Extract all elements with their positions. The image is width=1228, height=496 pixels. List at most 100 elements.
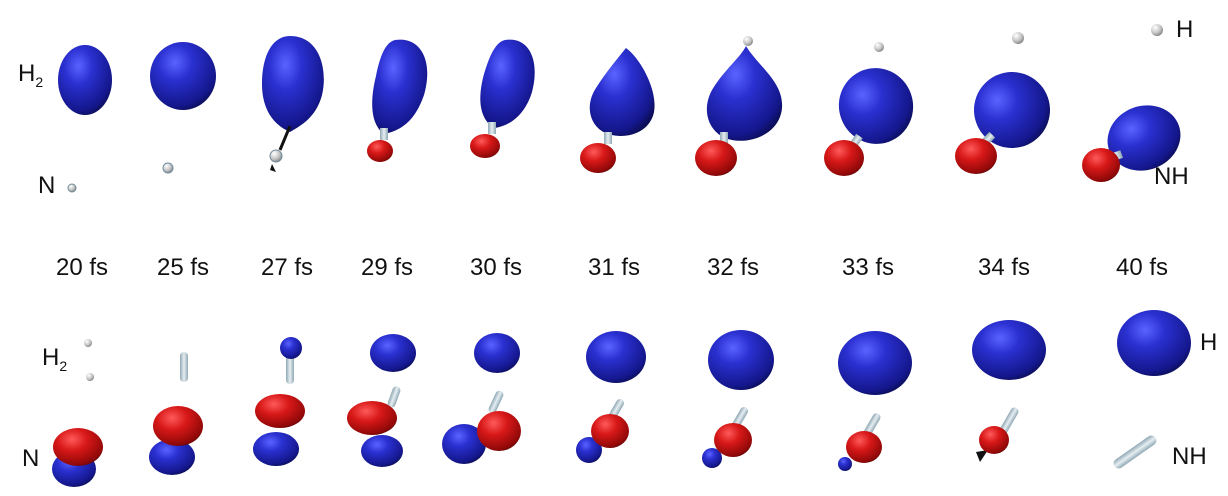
h2-subscript: 2: [35, 74, 44, 90]
h-atom: [1012, 32, 1024, 44]
h-atom: [84, 339, 92, 347]
blue-lobe: [361, 435, 403, 467]
red-lobe: [714, 423, 752, 457]
blue-lobe: [372, 39, 428, 135]
red-lobe: [580, 143, 616, 173]
blue-lobe: [1117, 310, 1191, 376]
red-lobe: [955, 138, 997, 174]
h-atom: [1151, 24, 1163, 36]
nh-bond: [1113, 435, 1157, 469]
n-atom: [67, 183, 77, 193]
blue-lobe: [586, 331, 646, 383]
blue-lobe: [480, 39, 535, 128]
blue-lobe: [706, 46, 783, 141]
frame-20fs-bottom: [52, 339, 103, 487]
frame-30fs-top: [470, 39, 535, 158]
time-label: 32 fs: [706, 254, 760, 281]
frame-33fs-top: [824, 42, 914, 176]
frame-32fs-top: [695, 36, 783, 176]
top-h-label: H: [1176, 16, 1194, 43]
top-nh-label: NH: [1154, 163, 1189, 190]
h2-main: H: [42, 344, 60, 371]
frame-34fs-top: [955, 32, 1050, 174]
frame-34fs-bottom: [972, 320, 1046, 462]
red-lobe: [591, 414, 629, 448]
blue-lobe: [474, 333, 520, 373]
frame-25fs-bottom: [149, 352, 203, 475]
time-label: 20 fs: [55, 254, 109, 281]
blue-lobe: [702, 448, 722, 468]
blue-lobe: [974, 72, 1050, 148]
frame-29fs-bottom: [347, 334, 416, 467]
red-lobe: [367, 140, 393, 162]
frame-29fs-top: [367, 39, 428, 162]
top-h2-label: H2: [18, 60, 44, 90]
h2-subscript: 2: [59, 358, 68, 374]
frame-27fs-top: [262, 36, 324, 172]
time-label: 27 fs: [260, 254, 314, 281]
blue-lobe: [838, 331, 912, 395]
time-label: 29 fs: [360, 254, 414, 281]
bottom-h2-label: H2: [42, 344, 68, 374]
frame-31fs-top: [580, 48, 655, 173]
frame-27fs-bottom: [253, 337, 305, 466]
bottom-nh-label: NH: [1172, 443, 1207, 470]
blue-lobe: [253, 432, 299, 466]
frame-20fs-top: [58, 45, 112, 193]
red-lobe: [846, 431, 882, 463]
bottom-h-label: H: [1200, 329, 1218, 356]
bond: [380, 128, 388, 140]
frame-40fs-bottom: [1113, 310, 1191, 469]
red-lobe: [255, 394, 305, 428]
red-lobe: [979, 426, 1009, 454]
h-atom: [874, 42, 884, 52]
blue-lobe: [280, 337, 302, 359]
time-label: 30 fs: [469, 254, 523, 281]
frame-31fs-bottom: [576, 331, 646, 463]
blue-lobe: [149, 439, 195, 475]
time-label: 40 fs: [1115, 254, 1169, 281]
top-n-label: N: [38, 172, 56, 199]
n-atom: [269, 149, 283, 163]
red-lobe: [53, 428, 103, 466]
red-lobe: [347, 401, 397, 435]
blue-lobe: [838, 457, 852, 471]
h-atom: [743, 36, 753, 46]
h2-main: H: [18, 60, 36, 87]
time-label: 25 fs: [156, 254, 210, 281]
red-lobe: [695, 140, 737, 176]
bond: [604, 132, 612, 144]
bond: [488, 390, 504, 414]
blue-lobe: [1107, 105, 1181, 171]
top-row: [58, 24, 1181, 193]
small-lobe: [270, 164, 276, 172]
bond: [863, 413, 881, 437]
red-lobe: [477, 411, 521, 451]
blue-lobe: [576, 437, 602, 463]
blue-lobe: [150, 42, 216, 110]
frame-32fs-bottom: [702, 330, 774, 468]
blue-lobe: [442, 424, 486, 464]
blue-lobe: [589, 48, 655, 136]
small-lobe: [976, 450, 988, 462]
n-atom: [162, 162, 174, 174]
bond: [387, 386, 401, 408]
blue-lobe: [838, 68, 914, 144]
blue-lobe: [708, 330, 774, 390]
thin-tail: [278, 125, 292, 151]
frame-40fs-top: [1082, 24, 1181, 182]
frame-33fs-bottom: [838, 331, 912, 471]
bond: [999, 407, 1019, 435]
frame-25fs-top: [150, 42, 216, 174]
red-lobe: [153, 406, 203, 446]
bond: [720, 132, 728, 144]
bond: [488, 122, 496, 134]
bottom-row: [52, 310, 1191, 487]
h2-bond: [286, 354, 294, 384]
blue-lobe: [972, 320, 1046, 380]
blue-lobe: [58, 45, 112, 115]
bottom-n-label: N: [22, 445, 40, 472]
red-lobe: [824, 140, 864, 176]
h2-bond: [180, 352, 188, 382]
